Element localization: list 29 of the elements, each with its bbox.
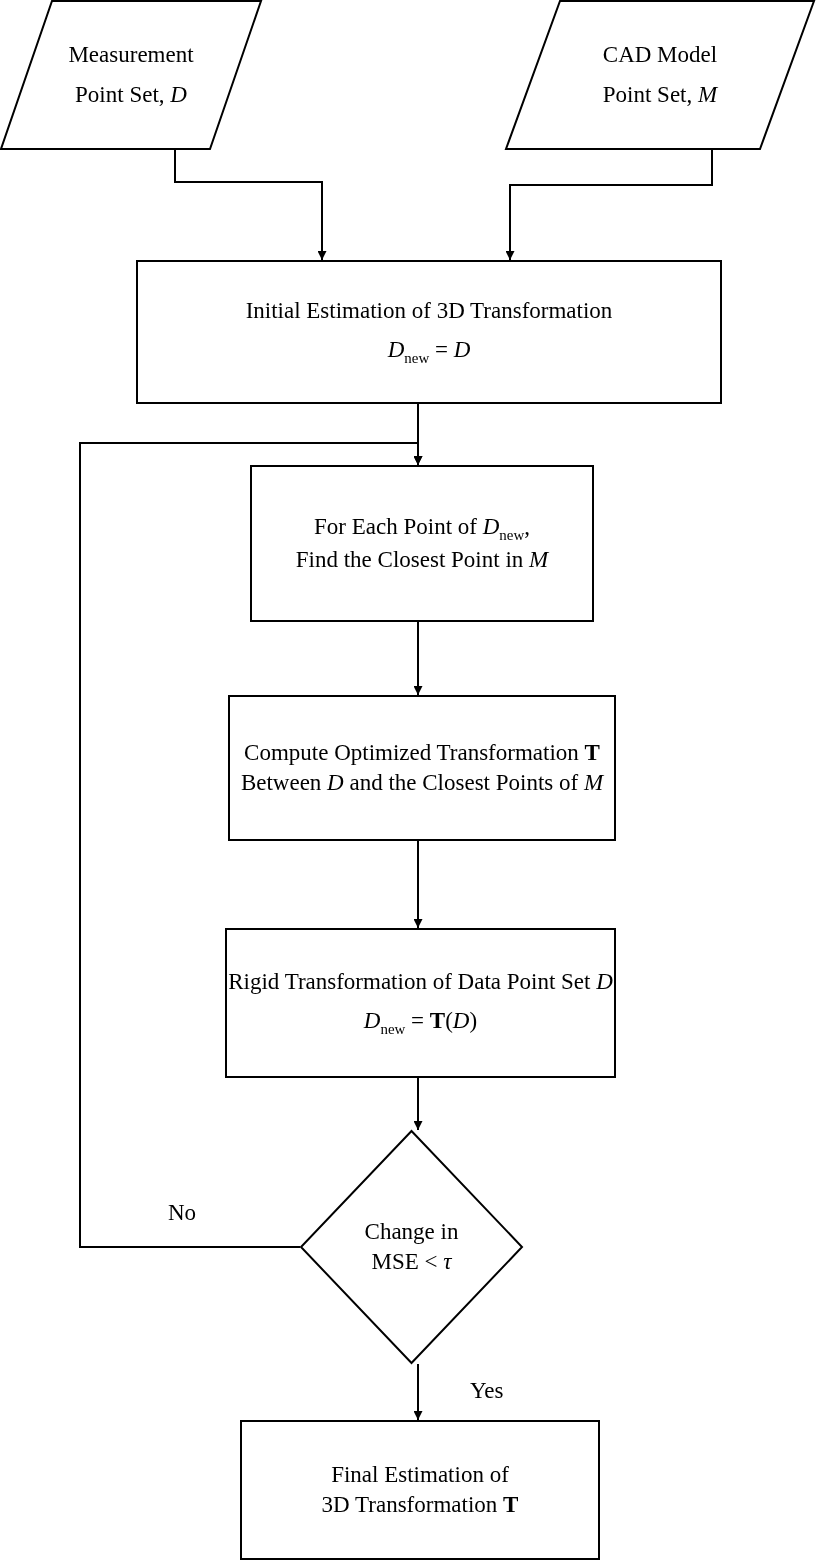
edge-label: No <box>168 1200 197 1226</box>
input-parallelogram <box>0 0 262 150</box>
node-text: For Each Point of D$_{new}$, Find the Closest Point in M <box>294 513 550 575</box>
process-box <box>228 695 616 841</box>
node-text: Point Set, D <box>75 81 187 109</box>
arrow <box>413 1077 423 1131</box>
decision-diamond <box>300 1130 523 1364</box>
arrow <box>413 621 423 696</box>
arrow <box>79 442 423 1248</box>
node-text: D$_{new}$ = T(D) <box>363 1007 478 1039</box>
node-text: CAD Model <box>602 41 718 70</box>
node-text: Compute Optimized Transformation T Between D and the Closest Points of M <box>239 739 605 797</box>
process-box <box>225 928 616 1078</box>
node-text: Final Estimation of 3D Transformation T <box>320 1461 520 1519</box>
input-parallelogram <box>505 0 815 150</box>
node-text: Rigid Transformation of Data Point Set D <box>228 967 613 996</box>
node-text: Measurement <box>68 41 194 70</box>
process-box <box>250 465 594 622</box>
arrow <box>413 840 423 929</box>
node-text: Change in MSE < τ <box>363 1218 460 1276</box>
arrow <box>174 149 327 261</box>
arrow <box>413 1363 423 1421</box>
node-text: Initial Estimation of 3D Transformation <box>245 296 613 325</box>
process-box <box>136 260 722 404</box>
node-text: D$_{new}$ = D <box>387 336 471 368</box>
node-text: Point Set, M <box>602 81 718 109</box>
process-box <box>240 1420 600 1560</box>
edge-label: Yes <box>470 1378 504 1404</box>
arrow <box>505 149 713 261</box>
